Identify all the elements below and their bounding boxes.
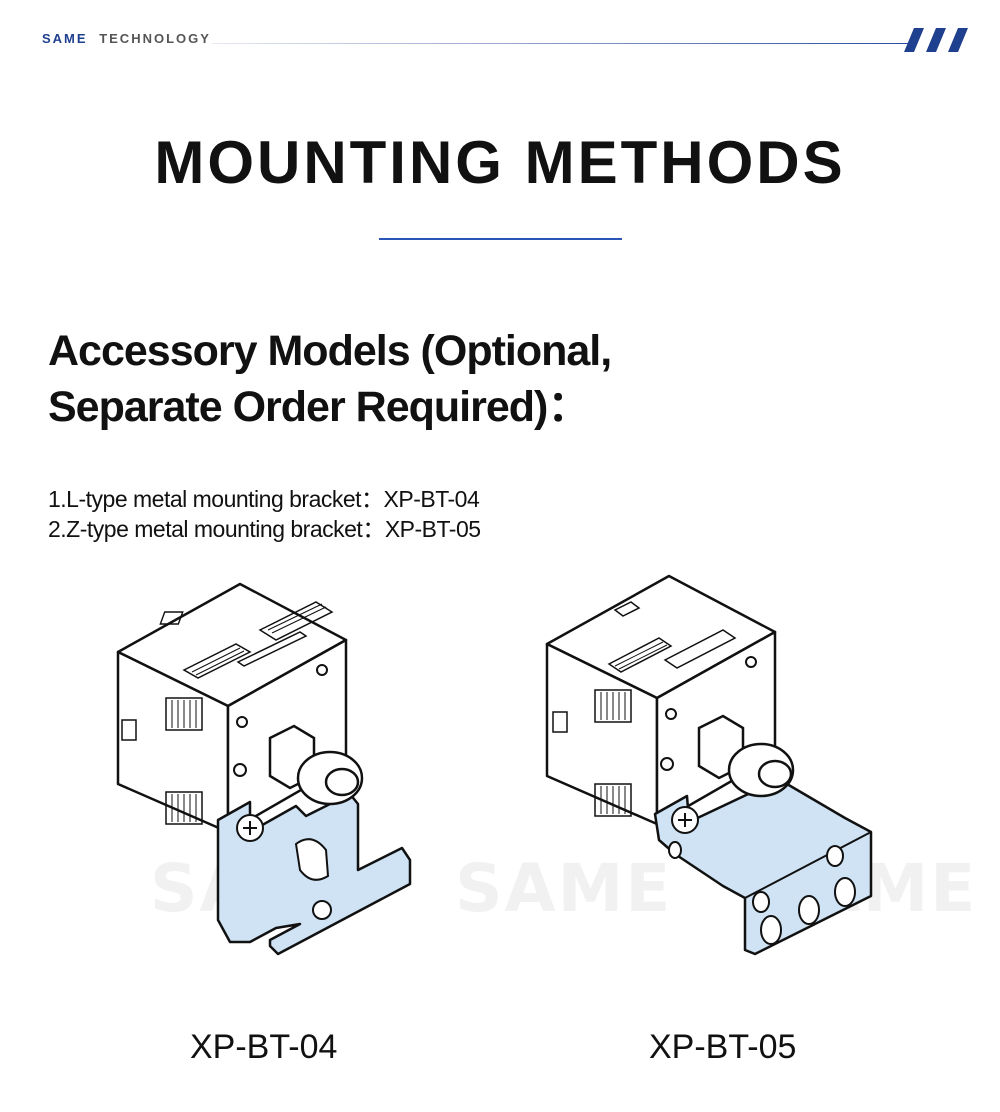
l-bracket-illustration (116, 582, 412, 956)
caption-xp-bt-04: XP-BT-04 (190, 1028, 338, 1066)
header-divider (212, 43, 912, 44)
watermark-middle: SAME (455, 850, 673, 927)
accessory-heading-line2: Separate Order Required)： (48, 383, 590, 431)
brand-logo: SAME TECHNOLOGY (42, 31, 211, 46)
list-item: 1.L-type metal mounting bracket：XP-BT-04 (48, 486, 480, 512)
list-item: 2.Z-type metal mounting bracket：XP-BT-05 (48, 516, 481, 542)
title-underline (379, 238, 622, 240)
brand-secondary: TECHNOLOGY (99, 31, 211, 46)
slashes-icon (904, 28, 968, 52)
accessory-heading-line1: Accessory Models (Optional, (48, 327, 612, 375)
accessory-list: 1.L-type metal mounting bracket：XP-BT-04… (48, 484, 481, 544)
z-bracket-illustration (545, 574, 873, 956)
brand-primary: SAME (42, 31, 88, 46)
caption-xp-bt-05: XP-BT-05 (649, 1028, 797, 1066)
accessory-heading: Accessory Models (Optional, Separate Ord… (48, 323, 748, 435)
page-title: MOUNTING METHODS (154, 129, 846, 196)
